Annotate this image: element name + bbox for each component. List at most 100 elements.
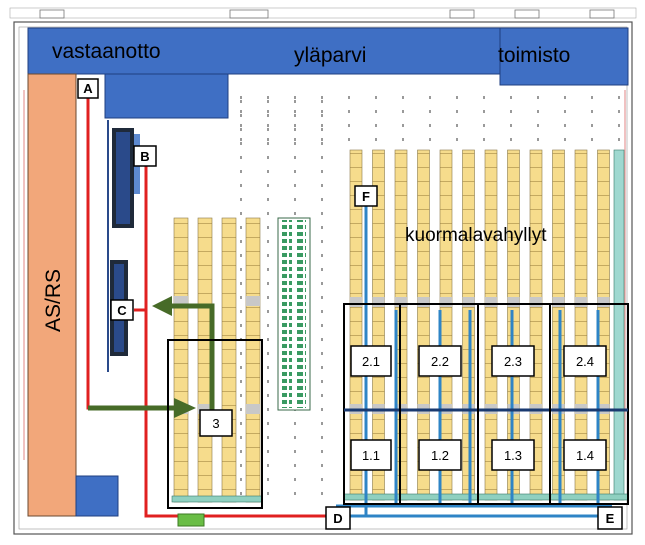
grid-dot	[537, 124, 539, 127]
grid-dot	[456, 96, 458, 99]
grid-dot	[294, 450, 296, 453]
rack-crossing	[350, 297, 362, 307]
rack-crossing	[552, 297, 565, 307]
grid-dot	[240, 114, 242, 117]
grid-dot	[402, 110, 404, 113]
grid-dot	[240, 450, 242, 453]
svg-text:C: C	[117, 303, 127, 318]
svg-text:1.2: 1.2	[431, 448, 449, 463]
grid-dot	[321, 464, 323, 467]
zone-2-4: 2.4	[563, 345, 607, 377]
grid-dot	[294, 156, 296, 159]
svg-text:A: A	[83, 81, 93, 96]
grid-dot	[618, 96, 620, 99]
grid-dot	[564, 138, 566, 141]
grid-dot	[267, 450, 269, 453]
grid-dot	[321, 142, 323, 145]
grid-dot	[321, 240, 323, 243]
grid-dot	[294, 110, 296, 113]
grid-dot	[348, 96, 350, 99]
grid-dot	[267, 226, 269, 229]
mezzanine-label: yläparvi	[294, 44, 366, 67]
grid-dot	[240, 352, 242, 355]
green-arrows	[88, 303, 215, 418]
zone-3-label: 3	[199, 409, 233, 437]
grid-dot	[402, 138, 404, 141]
grid-dot	[267, 366, 269, 369]
grid-dot	[321, 138, 323, 141]
grid-dot	[240, 296, 242, 299]
green-marker	[177, 513, 205, 527]
grid-dot	[267, 96, 269, 99]
pallet-racks-label: kuormalavahyllyt	[405, 225, 547, 246]
grid-dot	[267, 254, 269, 257]
grid-dot	[267, 114, 269, 117]
rack-crossing	[198, 404, 212, 414]
grid-dot	[240, 492, 242, 495]
grid-dot	[267, 324, 269, 327]
grid-dot	[321, 156, 323, 159]
zone-3-outline	[167, 339, 263, 509]
zone-grid	[343, 303, 629, 505]
grid-dot	[240, 184, 242, 187]
rack-crossing	[485, 297, 497, 307]
grid-dot	[618, 124, 620, 127]
grid-dot	[240, 240, 242, 243]
grid-dot	[240, 138, 242, 141]
grid-dot	[348, 124, 350, 127]
grid-dot	[375, 138, 377, 141]
grid-dot	[321, 422, 323, 425]
grid-dot	[321, 492, 323, 495]
grid-dot	[267, 478, 269, 481]
grid-dot	[267, 212, 269, 215]
arrow-head-left	[152, 296, 172, 316]
grid-dot	[294, 478, 296, 481]
zone-1-1: 1.1	[350, 439, 392, 471]
svg-text:1.4: 1.4	[576, 448, 594, 463]
rack-base	[171, 495, 263, 503]
grid-dot	[267, 124, 269, 127]
zone-1-2: 1.2	[418, 439, 462, 471]
grid-dot	[321, 282, 323, 285]
grid-dot	[240, 268, 242, 271]
grid-dot	[267, 380, 269, 383]
receiving-label: vastaanotto	[52, 40, 161, 63]
grid-dot	[321, 198, 323, 201]
grid-dot	[429, 138, 431, 141]
svg-text:B: B	[140, 149, 149, 164]
grid-dot	[321, 212, 323, 215]
grid-dot	[267, 492, 269, 495]
grid-dot	[240, 100, 242, 103]
grid-dot	[294, 422, 296, 425]
grid-dot	[294, 184, 296, 187]
grid-dot	[321, 394, 323, 397]
svg-text:1.1: 1.1	[362, 448, 380, 463]
grid-dot	[537, 138, 539, 141]
grid-dot	[267, 296, 269, 299]
point-f: F	[354, 185, 378, 207]
grid-dot	[618, 138, 620, 141]
grid-dot	[321, 338, 323, 341]
rack-crossing	[530, 297, 542, 307]
grid-dot	[591, 110, 593, 113]
header-band	[27, 27, 629, 119]
rack-crossing	[372, 297, 385, 307]
grid-dot	[294, 124, 296, 127]
grid-dot	[240, 324, 242, 327]
grid-dot	[240, 198, 242, 201]
grid-dot	[267, 142, 269, 145]
zone-2-3: 2.3	[491, 345, 535, 377]
svg-text:F: F	[362, 189, 370, 204]
grid-dot	[321, 268, 323, 271]
point-e: E	[597, 506, 623, 530]
grid-dot	[267, 128, 269, 131]
rack-crossing	[395, 297, 407, 307]
grid-dot	[294, 96, 296, 99]
svg-text:D: D	[333, 511, 342, 526]
grid-dot	[294, 436, 296, 439]
point-a: A	[77, 78, 99, 99]
grid-dot	[321, 124, 323, 127]
grid-dot	[321, 324, 323, 327]
rack-row	[245, 217, 261, 503]
grid-dot	[267, 394, 269, 397]
